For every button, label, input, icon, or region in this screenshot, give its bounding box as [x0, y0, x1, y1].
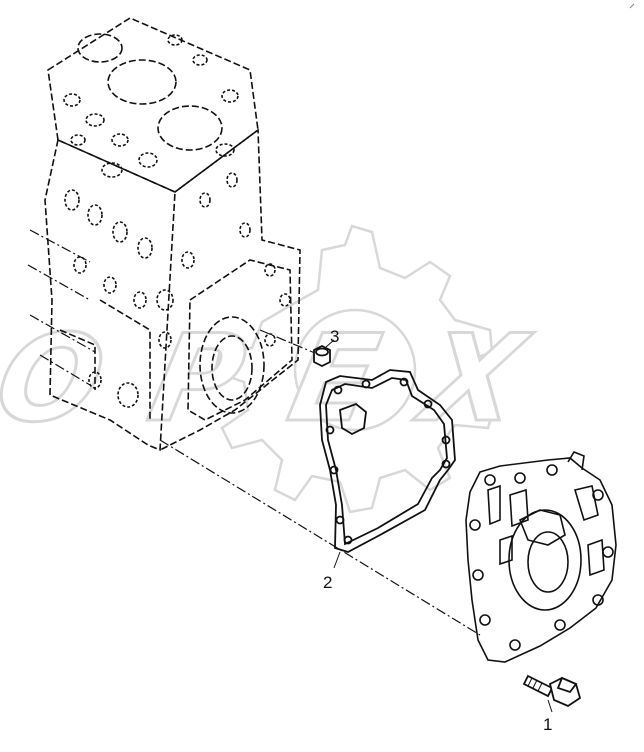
watermark-gear-hub: [293, 308, 417, 432]
leader-1: [547, 699, 553, 713]
corner-mark: [629, 3, 635, 9]
gasket-cutout: [339, 402, 367, 436]
alignment-lines: [27, 229, 481, 636]
engine-block: [44, 17, 301, 452]
cylinder-bore-1: [107, 59, 177, 105]
front-cover-bore: [508, 509, 582, 611]
bolt-thread: [527, 677, 543, 692]
bolt: [522, 674, 582, 708]
front-cover-bolt-bosses: [469, 464, 614, 651]
opex-watermark: OPEX: [0, 224, 541, 514]
front-cover-top-lug: [567, 451, 585, 471]
block-side-face: [159, 128, 301, 451]
center-line-4: [39, 354, 91, 386]
block-lower-casting: [59, 299, 151, 420]
callout-2: 2: [323, 573, 332, 592]
crank-bore-inner: [211, 335, 253, 401]
callout-1: 1: [543, 715, 552, 734]
callout-3: 3: [330, 327, 339, 346]
callouts: 1 2 3: [323, 327, 552, 734]
center-line-2: [27, 264, 91, 301]
cylinder-bore-3: [77, 33, 123, 63]
nut-face: [315, 347, 329, 357]
center-line-1: [29, 229, 91, 263]
bolt-head-face: [556, 676, 578, 694]
gasket-inner-edge: [325, 377, 448, 546]
watermark-gear-outline: [213, 224, 497, 514]
leader-lines: [325, 339, 553, 713]
gasket-bolt-holes: [325, 377, 451, 545]
front-cover-bore-inner: [527, 531, 569, 593]
gasket-outer-edge: [319, 369, 456, 553]
nut: [313, 344, 331, 368]
deck-bolt-holes: [63, 34, 239, 178]
front-cover: [465, 451, 617, 663]
crank-bore: [199, 316, 265, 414]
front-cover-boss-top: [518, 509, 566, 546]
front-cover-ribs: [487, 484, 605, 577]
center-line-3: [29, 314, 96, 353]
leader-2: [333, 551, 341, 569]
cylinder-bore-2: [157, 105, 223, 151]
front-face-holes: [64, 189, 174, 408]
leader-3: [325, 339, 335, 348]
front-cover-outline: [465, 457, 617, 663]
center-line-nut: [259, 329, 323, 357]
gasket: [319, 369, 456, 553]
block-front-face: [44, 138, 176, 452]
block-front-plate: [187, 259, 293, 421]
center-line-main: [159, 439, 481, 636]
watermark-gear: [213, 224, 497, 514]
